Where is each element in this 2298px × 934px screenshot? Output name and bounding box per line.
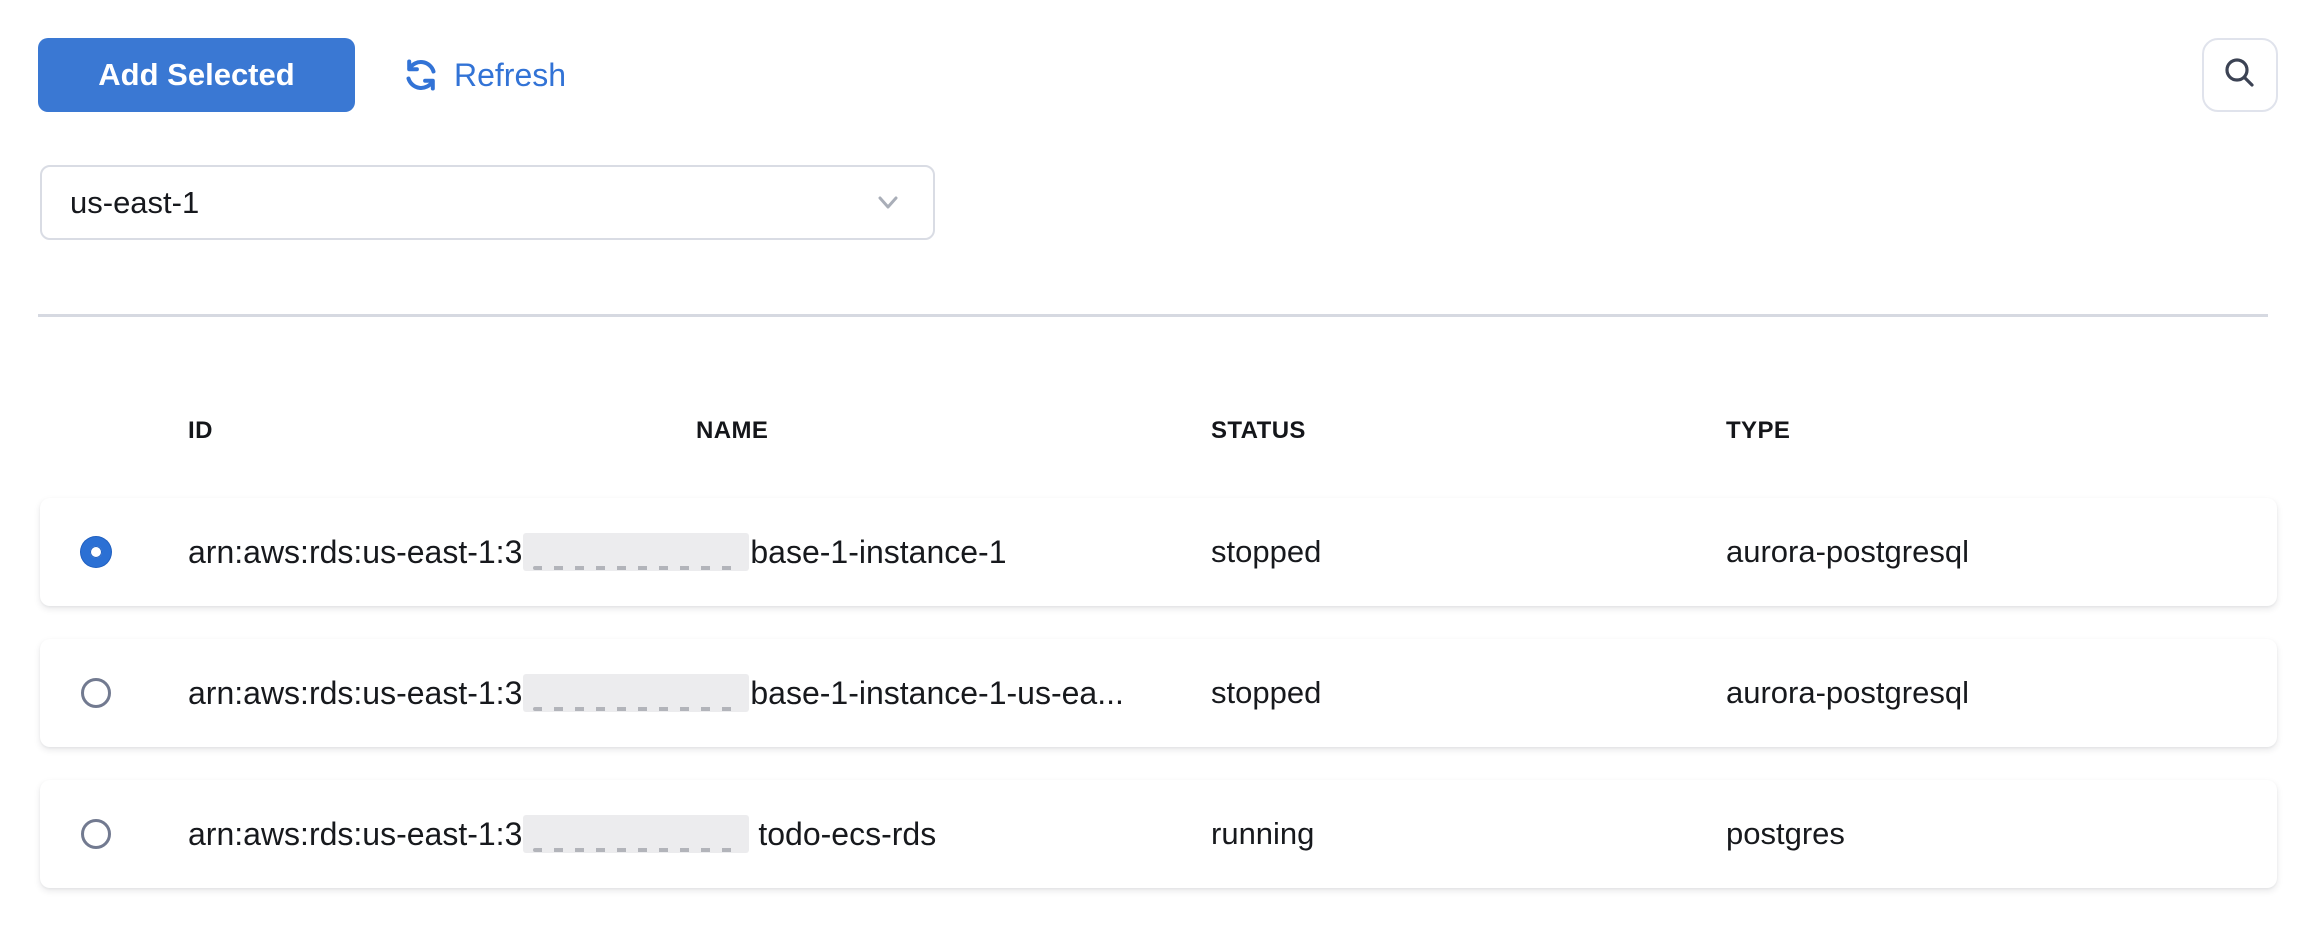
row-id-cell: arn:aws:rds:us-east-1:3 base-1-instance-1 bbox=[148, 533, 1211, 571]
row-type: aurora-postgresql bbox=[1726, 675, 1969, 710]
row-radio-button[interactable] bbox=[81, 819, 111, 849]
header-name: NAME bbox=[696, 417, 769, 444]
section-divider bbox=[38, 314, 2268, 317]
redacted-account-id bbox=[523, 674, 750, 712]
table-header-row: ID NAME STATUS TYPE bbox=[40, 417, 2277, 445]
refresh-button[interactable]: Refresh bbox=[400, 54, 566, 96]
row-id-cell: arn:aws:rds:us-east-1:3 base-1-instance-1… bbox=[148, 674, 1211, 712]
row-status: stopped bbox=[1211, 675, 1322, 710]
row-radio-button[interactable] bbox=[81, 537, 111, 567]
row-type: postgres bbox=[1726, 816, 1845, 851]
refresh-icon bbox=[400, 54, 442, 96]
row-id-cell: arn:aws:rds:us-east-1:3 todo-ecs-rds bbox=[148, 815, 1211, 853]
redacted-account-id bbox=[523, 815, 750, 853]
header-status: STATUS bbox=[1211, 417, 1306, 444]
row-id-prefix: arn:aws:rds:us-east-1:3 bbox=[188, 533, 523, 570]
add-selected-button[interactable]: Add Selected bbox=[38, 38, 355, 112]
row-id-prefix: arn:aws:rds:us-east-1:3 bbox=[188, 674, 523, 711]
row-status: running bbox=[1211, 816, 1315, 851]
search-button[interactable] bbox=[2202, 38, 2278, 112]
row-name-text: todo-ecs-rds bbox=[758, 815, 937, 852]
toolbar: Add Selected Refresh bbox=[0, 0, 2298, 112]
row-name-text: base-1-instance-1-us-ea... bbox=[750, 674, 1124, 711]
region-dropdown[interactable]: us-east-1 bbox=[40, 165, 935, 240]
header-type: TYPE bbox=[1726, 417, 1791, 444]
instances-table: ID NAME STATUS TYPE arn:aws:rds:us-east-… bbox=[0, 417, 2298, 888]
row-name-text: base-1-instance-1 bbox=[750, 533, 1007, 570]
row-radio-button[interactable] bbox=[81, 678, 111, 708]
row-status: stopped bbox=[1211, 534, 1322, 569]
header-id: ID bbox=[188, 417, 213, 444]
row-id-prefix: arn:aws:rds:us-east-1:3 bbox=[188, 815, 523, 852]
refresh-label: Refresh bbox=[454, 56, 567, 93]
region-dropdown-value: us-east-1 bbox=[70, 184, 200, 220]
chevron-down-icon bbox=[873, 193, 903, 213]
table-row[interactable]: arn:aws:rds:us-east-1:3 base-1-instance-1… bbox=[40, 498, 2277, 606]
header-radio-spacer bbox=[40, 417, 148, 445]
table-row[interactable]: arn:aws:rds:us-east-1:3 base-1-instance-1… bbox=[40, 639, 2277, 747]
row-type: aurora-postgresql bbox=[1726, 534, 1969, 569]
table-row[interactable]: arn:aws:rds:us-east-1:3 todo-ecs-rds runn… bbox=[40, 780, 2277, 888]
search-icon bbox=[2221, 55, 2259, 96]
redacted-account-id bbox=[523, 533, 750, 571]
